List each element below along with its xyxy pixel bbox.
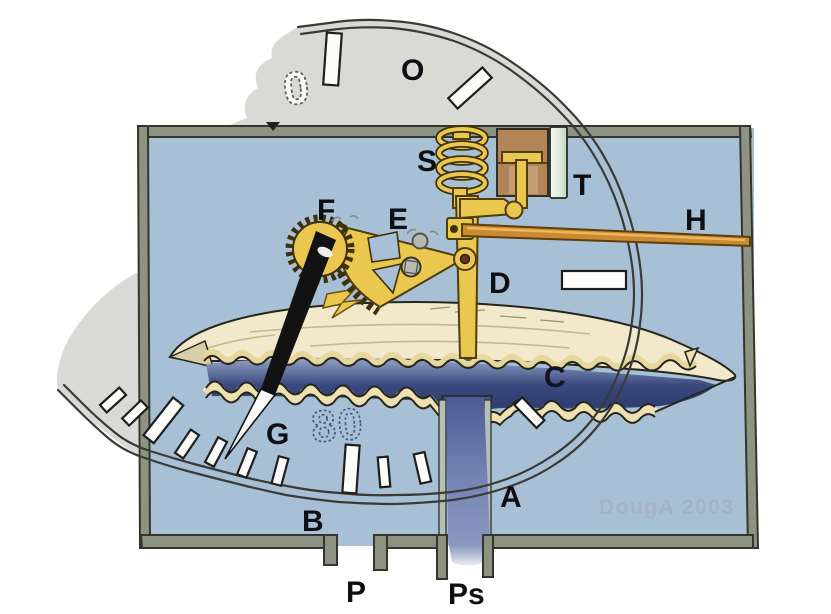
tube-wall-left [438,399,447,537]
case-border-right [738,125,760,549]
tick-mark [341,443,361,495]
tick-mark [203,435,229,469]
label-d: D [489,267,511,300]
tick-mark [141,395,185,445]
label-g: G [266,418,289,451]
tick-mark [376,455,392,489]
capsule-beak-underside [654,376,736,413]
piston-rod [515,159,528,209]
tick-mark [120,398,150,428]
lens-sketch-line [309,340,571,349]
label-c: C [544,361,566,394]
dial-face-top [222,19,586,128]
label-f: F [317,194,335,227]
label-s: S [417,145,437,178]
tick-mark [235,446,259,480]
sector-gear-cutout [367,231,401,263]
tick-mark [446,65,494,111]
label-a: A [500,481,522,514]
label-e: E [388,203,408,236]
clamp-bolt [450,225,458,233]
rod-h-highlight [466,226,746,242]
dial-ring-outer [56,18,644,506]
tick-mark [412,450,433,486]
numeral-zero: 0 [281,61,312,115]
arm-joint [504,200,524,220]
label-p: P [346,576,366,609]
tube-stub-right [482,534,494,578]
linkage-assembly [435,125,751,359]
label-b: B [302,505,324,538]
cylinder-t [549,126,568,199]
needle-hub-highlight [317,246,333,258]
case-notch-pointer [266,122,280,131]
case-border-left [136,125,152,549]
case-wall-bottom-right [492,534,754,549]
tube-fluid [446,398,490,566]
sector-hub-nut [403,259,419,275]
adjust-knob [411,232,429,250]
tick-mark [560,269,628,291]
part-labels: O S T H F E D C G A B P Ps [266,54,707,611]
pointer-needle [224,231,336,460]
label-ps: Ps [448,578,485,611]
label-h: H [685,204,707,237]
numeral-eighty: 80 [310,399,366,452]
tick-mark [98,386,128,414]
port-p-flange-right [373,534,388,571]
dial-face [56,19,586,455]
lens-sketch-line [204,334,276,350]
label-t: T [573,169,591,202]
needle-body [261,231,336,395]
motion-smudge [331,215,439,236]
needle-tip [224,387,277,460]
port-p-flange-left [323,534,338,566]
tube-stub-left [436,534,448,580]
dial-ring [56,18,644,506]
label-o: O [401,54,424,87]
dial-ring-inner [62,26,636,497]
tick-mark [322,31,343,87]
case-wall-bottom-left [139,534,325,549]
pinion-gear-f-teeth [285,214,355,284]
static-pressure-tube [436,398,494,580]
gear-train [285,214,477,316]
tick-mark [173,428,201,460]
watermark: DougA 2003 [599,496,735,519]
dial-ticks [98,31,628,495]
tick-mark [512,395,546,430]
sector-gear-cutout [371,262,403,295]
tick-mark [270,454,290,488]
deflection-arrow [321,287,362,319]
dial-face-left [56,272,138,455]
capsule-fold-mark [683,346,700,369]
pivot-d-center [459,253,471,265]
case-wall-bottom-mid [386,534,438,549]
